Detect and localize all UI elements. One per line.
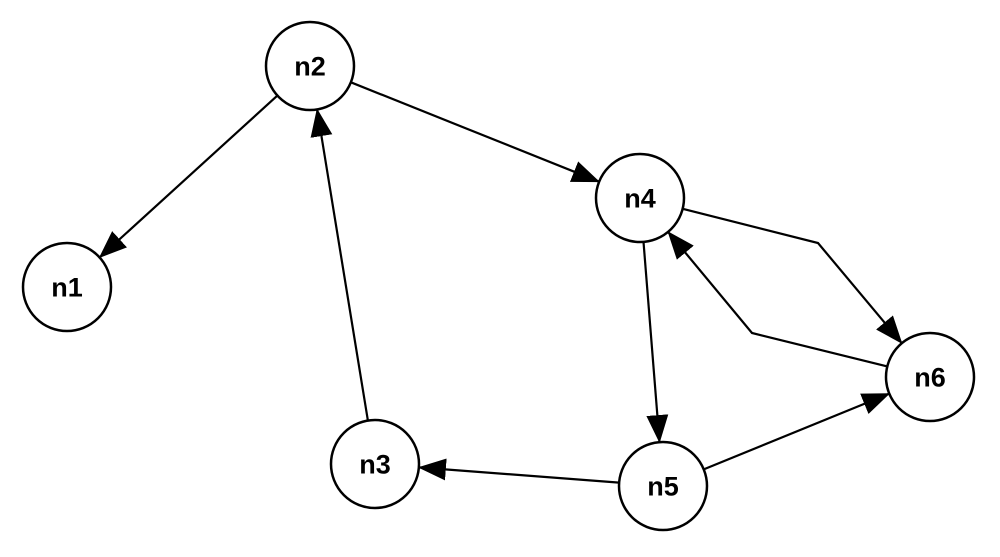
node-label-n5: n5 xyxy=(647,472,679,502)
node-label-n2: n2 xyxy=(294,52,326,82)
node-n3[interactable]: n3 xyxy=(329,418,421,510)
edge-n4-to-n5 xyxy=(642,241,669,444)
node-label-n1: n1 xyxy=(51,273,83,303)
node-n5[interactable]: n5 xyxy=(617,440,709,532)
node-label-n4: n4 xyxy=(624,184,656,214)
node-circle-n5[interactable] xyxy=(617,440,709,532)
edge-n3-to-n2 xyxy=(310,108,369,421)
node-label-n6: n6 xyxy=(914,363,946,393)
node-n4[interactable]: n4 xyxy=(594,152,686,244)
node-circle-n1[interactable] xyxy=(21,241,113,333)
node-circle-n3[interactable] xyxy=(329,418,421,510)
node-n6[interactable]: n6 xyxy=(884,331,976,423)
edge-n6-to-n4 xyxy=(667,231,888,368)
edge-n2-to-n1 xyxy=(98,94,279,259)
edge-n4-to-n6 xyxy=(682,207,903,344)
node-label-n3: n3 xyxy=(359,450,391,480)
node-circle-n2[interactable] xyxy=(264,20,356,112)
node-n2[interactable]: n2 xyxy=(264,20,356,112)
edge-n2-to-n4 xyxy=(350,81,601,183)
edge-n5-to-n6 xyxy=(703,392,891,471)
edge-n5-to-n3 xyxy=(417,458,620,484)
node-n1[interactable]: n1 xyxy=(21,241,113,333)
node-circle-n6[interactable] xyxy=(884,331,976,423)
node-circle-n4[interactable] xyxy=(594,152,686,244)
nodes-layer: n1 n2 n3 n4 n5 n6 xyxy=(21,20,976,532)
edges-layer xyxy=(98,81,903,484)
